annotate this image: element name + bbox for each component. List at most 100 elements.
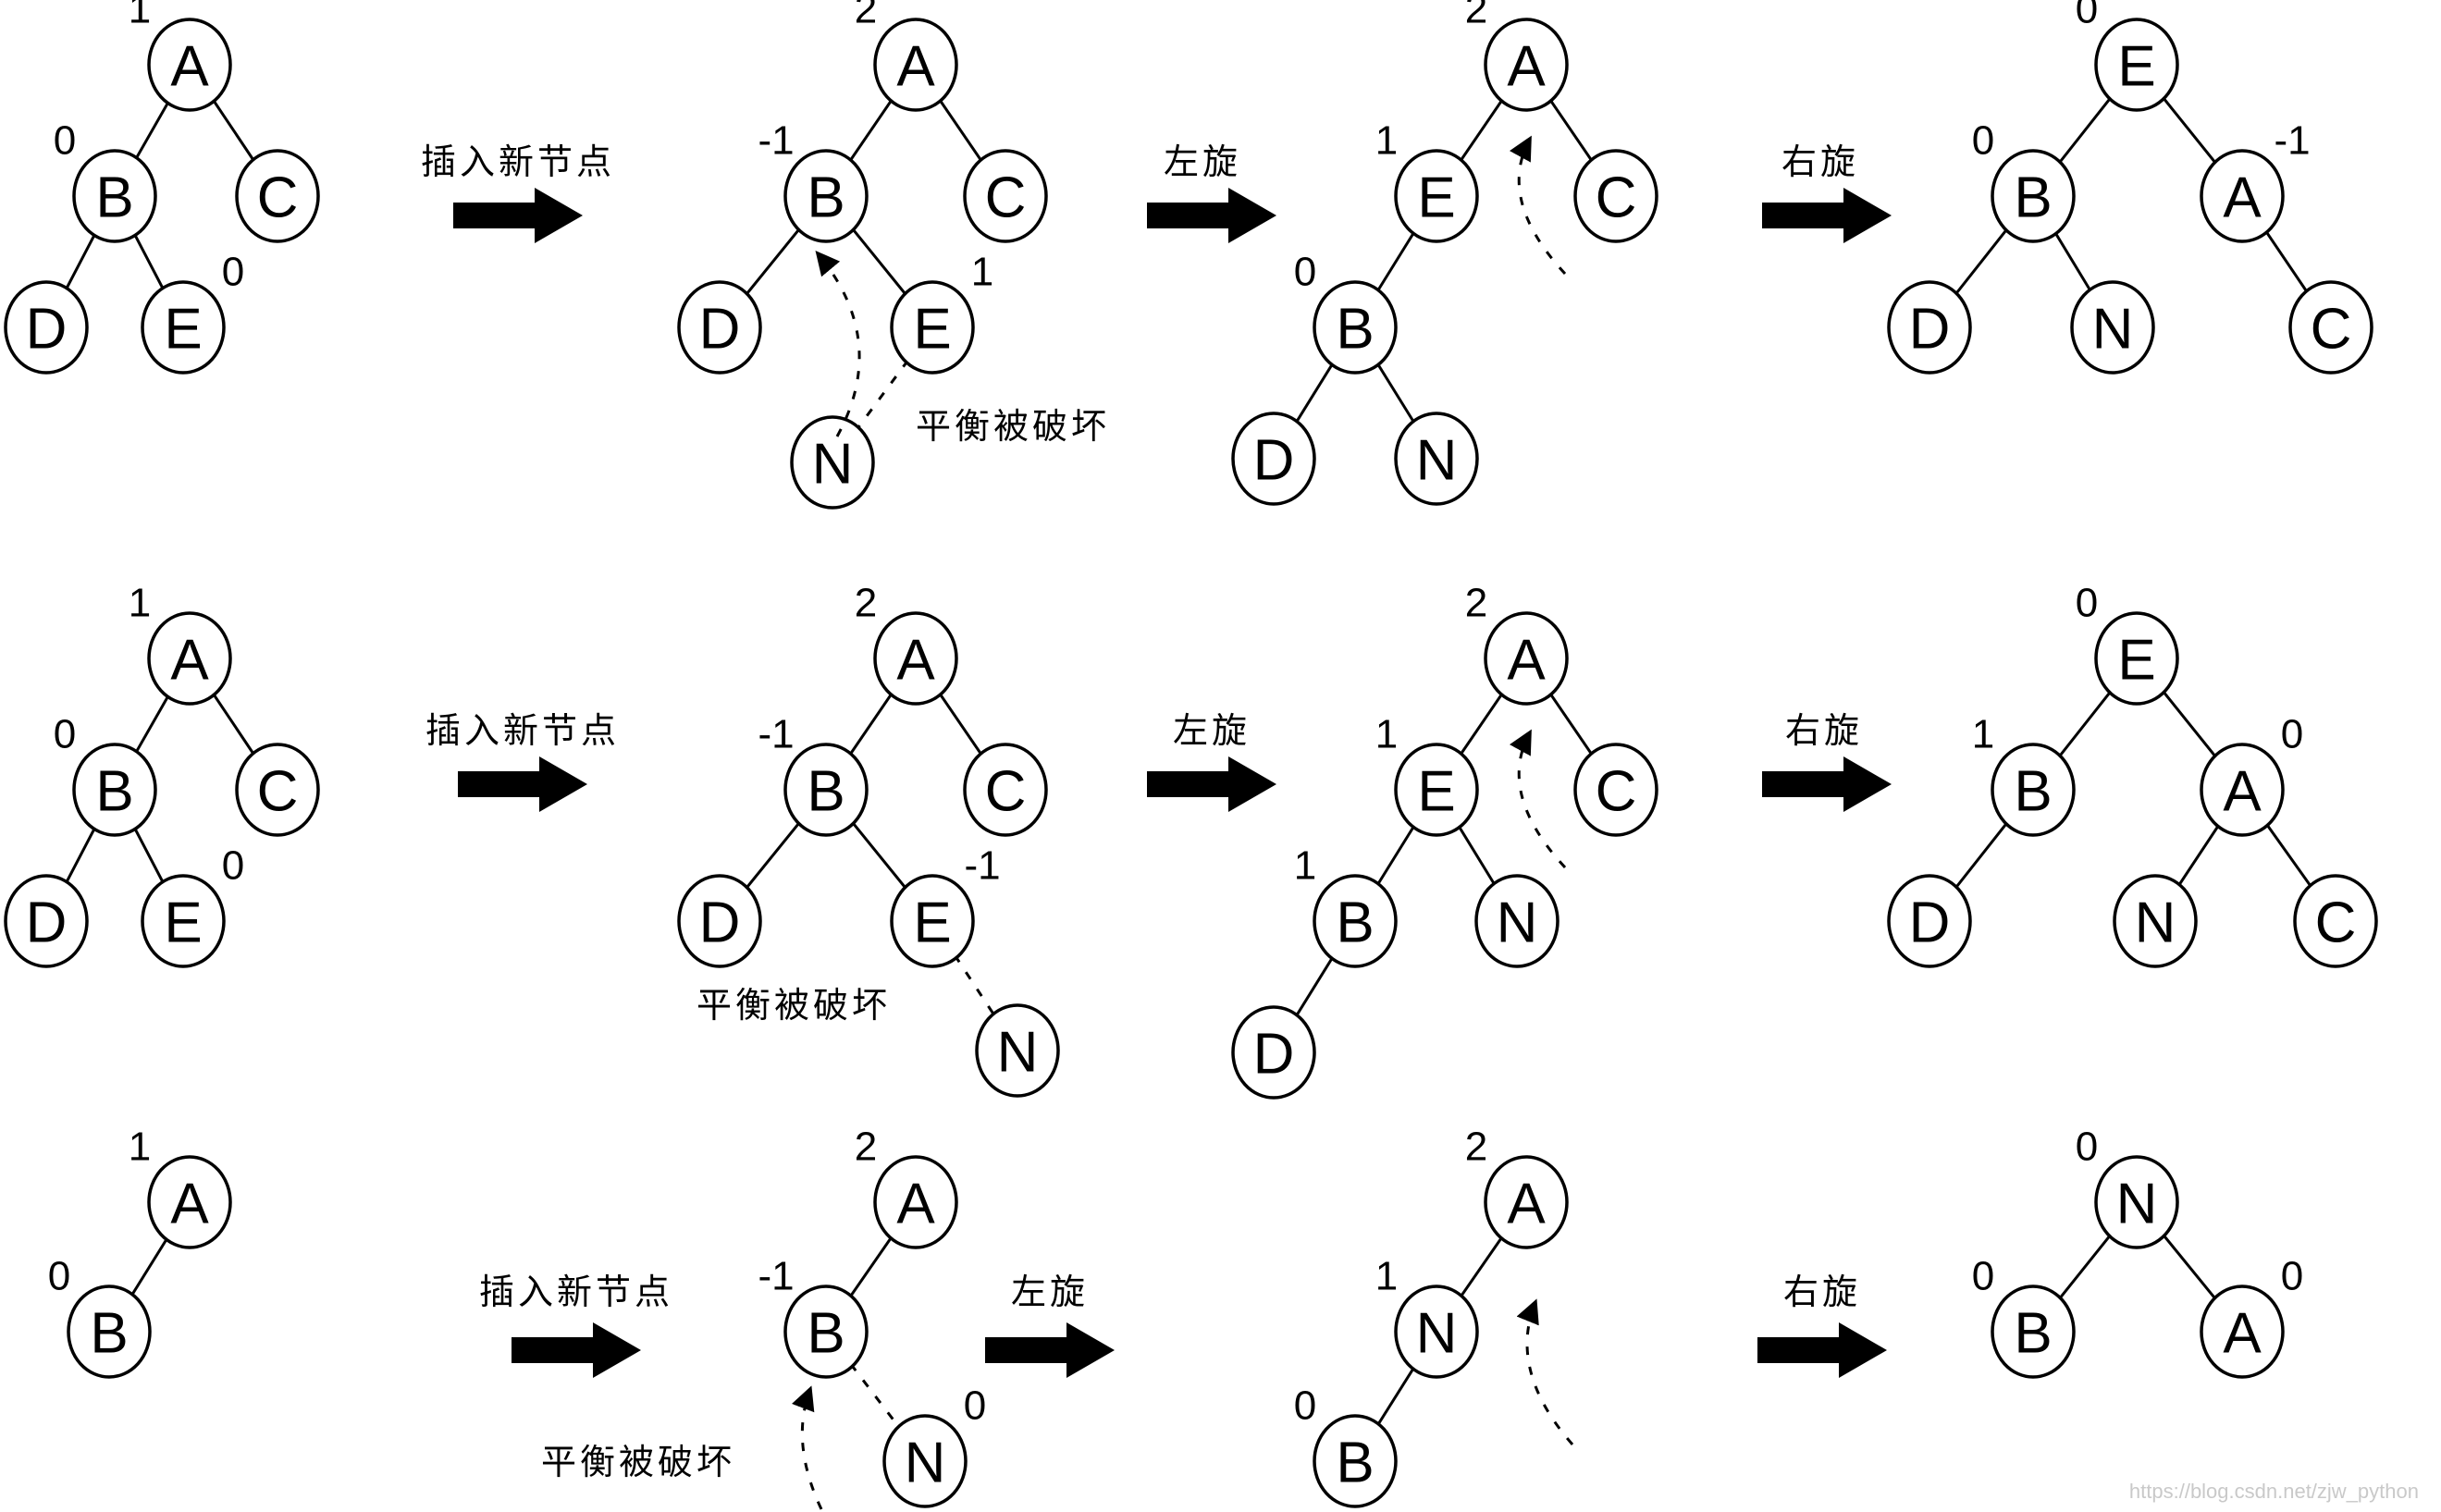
step-arrow [1762,756,1892,812]
tree-node-circle [72,743,157,837]
balance-factor-label: 0 [1294,1383,1316,1429]
tree-node-label: A [1507,629,1546,693]
tree-node-circle [67,1285,152,1379]
tree-node-label: B [807,166,844,230]
balance-factor-label: 2 [855,581,877,626]
tree-node-circle [141,280,226,375]
tree-node-label: E [164,891,202,955]
tree-node-circle [1484,18,1569,112]
tree-node-circle [1231,1005,1316,1100]
tree-node-label: N [1416,429,1458,493]
tree-node-circle [1313,1414,1398,1508]
tree-node-label: D [699,298,741,362]
balance-factor-label: 0 [48,1254,70,1299]
step-arrow [458,756,587,812]
tree-node-circle [1573,149,1658,243]
tree-node-circle [873,18,958,112]
balance-factor-label: -1 [2274,118,2310,164]
balance-factor-label: 0 [2076,1125,2098,1170]
step-arrow [1762,188,1892,243]
step-arrow-label: 右旋 [1785,712,1863,751]
balance-factor-label: 0 [2281,1254,2303,1299]
tree-node-label: D [699,891,741,955]
tree-node-circle [677,874,762,968]
tree-node-circle [72,149,157,243]
tree-node-circle [1313,874,1398,968]
tree-node-circle [1394,412,1479,506]
balance-factor-label: 2 [855,1125,877,1170]
tree-node-circle [963,743,1048,837]
balance-broken-annotation: 平衡被破坏 [916,408,1110,447]
tree-node-circle [873,611,958,706]
balance-factor-label: -1 [964,843,1000,889]
balance-factor-label: 2 [855,0,877,32]
tree-node-circle [2094,18,2179,112]
step-arrow-label: 插入新节点 [479,1273,673,1312]
step-arrow [1147,188,1276,243]
tree-node-circle [235,149,320,243]
tree-node-label: D [1253,1023,1295,1087]
tree-node-label: D [1909,298,1951,362]
step-arrow-label: 左旋 [1173,712,1251,751]
tree-node-circle [141,874,226,968]
tree-node-label: B [2014,166,2052,230]
tree-node-circle [2113,874,2198,968]
tree-node-label: C [2315,891,2357,955]
tree-node-circle [1991,1285,2076,1379]
balance-factor-label: 1 [129,1125,151,1170]
tree-node-label: D [1909,891,1951,955]
tree-node-label: N [2135,891,2176,955]
tree-node-label: A [1507,35,1546,99]
tree-node-label: B [95,760,133,824]
tree-node-circle [1394,1285,1479,1379]
tree-node-circle [2094,1155,2179,1249]
tree-node-circle [882,1414,968,1508]
tree-node-circle [677,280,762,375]
tree-node-circle [2293,874,2378,968]
tree-node-circle [2288,280,2373,375]
tree-node-label: D [26,891,68,955]
tree-node-label: C [257,760,299,824]
tree-node-label: B [1336,1432,1374,1495]
tree-node-label: A [896,35,935,99]
step-arrow-label: 左旋 [1164,143,1241,182]
rotation-arrow [815,250,861,437]
rotation-arrow [1510,135,1567,276]
tree-node-circle [873,1155,958,1249]
balance-factor-label: 1 [1375,118,1398,164]
step-arrow [1757,1322,1887,1378]
tree-node-circle [1887,874,1972,968]
tree-node-circle [790,415,875,510]
tree-node-label: E [2117,629,2155,693]
tree-node-label: E [913,891,951,955]
rotation-arrow [792,1385,823,1510]
tree-node-circle [147,1155,232,1249]
tree-node-label: B [95,166,133,230]
step-arrow [453,188,583,243]
tree-node-label: N [812,433,854,497]
step-arrow [512,1322,641,1378]
step-arrow-label: 插入新节点 [425,712,620,751]
tree-node-label: C [257,166,299,230]
balance-factor-label: 1 [1375,1254,1398,1299]
tree-node-label: D [26,298,68,362]
balance-broken-annotation: 平衡被破坏 [541,1444,735,1482]
watermark: https://blog.csdn.net/zjw_python [2129,1480,2419,1503]
step-arrow-label: 左旋 [1011,1273,1089,1312]
step-arrow-label: 插入新节点 [421,143,615,182]
tree-node-circle [890,874,975,968]
tree-node-circle [890,280,975,375]
tree-node-label: E [913,298,951,362]
tree-node-label: C [985,760,1027,824]
balance-factor-label: 1 [129,0,151,32]
tree-node-circle [147,18,232,112]
tree-node-circle [1991,743,2076,837]
tree-node-label: A [170,1173,209,1236]
balance-factor-label: 1 [1375,712,1398,757]
tree-node-circle [783,743,869,837]
balance-factor-label: 1 [971,250,993,295]
tree-node-circle [1394,743,1479,837]
tree-node-circle [975,1003,1060,1098]
balance-broken-annotation: 平衡被破坏 [697,987,891,1026]
